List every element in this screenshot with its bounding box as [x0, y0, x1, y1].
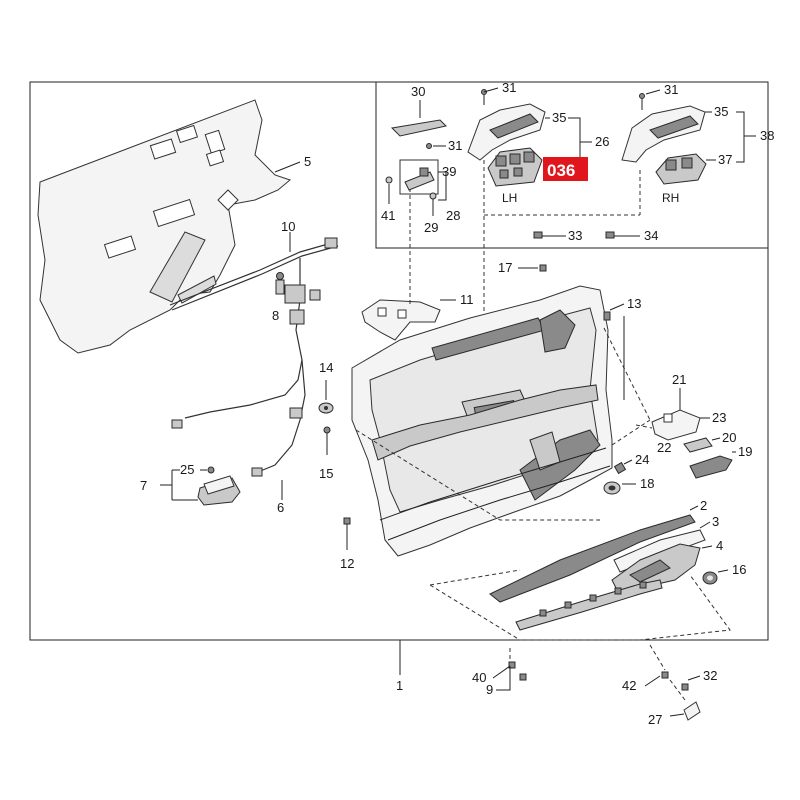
switch-bezel-4	[611, 543, 701, 593]
callout-21: 21	[672, 372, 686, 387]
callout-3: 3	[712, 514, 719, 529]
switch-bezel-lh	[467, 103, 546, 161]
callout-22: 22	[657, 440, 671, 455]
callout-7: 7	[140, 478, 147, 493]
trim-19	[689, 455, 733, 479]
callout-13: 13	[627, 296, 641, 311]
callout-19: 19	[738, 444, 752, 459]
callout-28: 28	[446, 208, 460, 223]
callout-32: 32	[703, 668, 717, 683]
speaker-18	[603, 481, 621, 495]
inset-frame	[376, 81, 769, 248]
callout-14: 14	[319, 360, 333, 375]
clip-8	[275, 272, 285, 295]
callout-25: 25	[180, 462, 194, 477]
callout-15: 15	[319, 466, 333, 481]
screw-24	[613, 461, 627, 475]
callout-24: 24	[635, 452, 649, 467]
screw-12	[343, 517, 351, 550]
clip-13	[603, 311, 611, 321]
callout-34: 34	[644, 228, 658, 243]
callout-38: 38	[760, 128, 774, 143]
clip-34	[605, 231, 615, 239]
callout-35-lh: 35	[552, 110, 566, 125]
callout-42: 42	[622, 678, 636, 693]
knob-16	[702, 571, 718, 585]
window-switch-lh	[487, 147, 543, 187]
cover-27	[683, 701, 701, 721]
callout-27: 27	[648, 712, 662, 727]
callout-11: 11	[460, 292, 474, 307]
callout-33: 33	[568, 228, 582, 243]
insulator-panel	[37, 99, 292, 354]
callout-35-rh: 35	[714, 104, 728, 119]
callout-30: 30	[411, 84, 425, 99]
callout-2: 2	[700, 498, 707, 513]
trim-strip-3	[613, 529, 706, 573]
fastener-40-9	[508, 661, 527, 681]
fastener-14	[318, 402, 334, 414]
label-rh: RH	[662, 191, 679, 205]
callout-6: 6	[277, 500, 284, 515]
callout-41: 41	[381, 208, 395, 223]
fastener-15	[323, 426, 331, 455]
label-lh: LH	[502, 191, 517, 205]
window-switch-rh	[655, 153, 707, 185]
callout-1: 1	[396, 678, 403, 693]
door-trim-panel	[351, 285, 613, 557]
fastener-42-32	[661, 671, 689, 691]
callout-5: 5	[304, 154, 311, 169]
callout-17: 17	[498, 260, 512, 275]
switch-39	[404, 167, 435, 191]
clip-33	[533, 231, 543, 239]
callout-40: 40	[472, 670, 486, 685]
courtesy-lamp	[197, 466, 241, 506]
callout-8: 8	[272, 308, 279, 323]
wiring-harness	[169, 237, 339, 477]
callout-12: 12	[340, 556, 354, 571]
callout-31-left: 31	[448, 138, 462, 153]
switch-bezel-rh	[621, 105, 706, 163]
speaker-bracket-21	[651, 409, 701, 441]
highlight-badge	[543, 157, 588, 181]
callout-37: 37	[718, 152, 732, 167]
callout-9: 9	[486, 682, 493, 697]
callout-31-rh: 31	[664, 82, 678, 97]
callout-16: 16	[732, 562, 746, 577]
clip-20	[683, 437, 713, 453]
trim-strip-2	[489, 514, 696, 603]
lower-strip-clips	[515, 579, 663, 631]
callout-26: 26	[595, 134, 609, 149]
highlight-label: 036	[547, 161, 575, 180]
callout-18: 18	[640, 476, 654, 491]
callout-4: 4	[716, 538, 723, 553]
callout-23: 23	[712, 410, 726, 425]
handle-bracket-11	[361, 299, 441, 341]
clip-17	[539, 264, 547, 272]
switch-box-39	[399, 159, 439, 195]
callout-10: 10	[281, 219, 295, 234]
callout-29: 29	[424, 220, 438, 235]
callout-20: 20	[722, 430, 736, 445]
callout-31-lh: 31	[502, 80, 516, 95]
bezel-30	[390, 119, 448, 137]
